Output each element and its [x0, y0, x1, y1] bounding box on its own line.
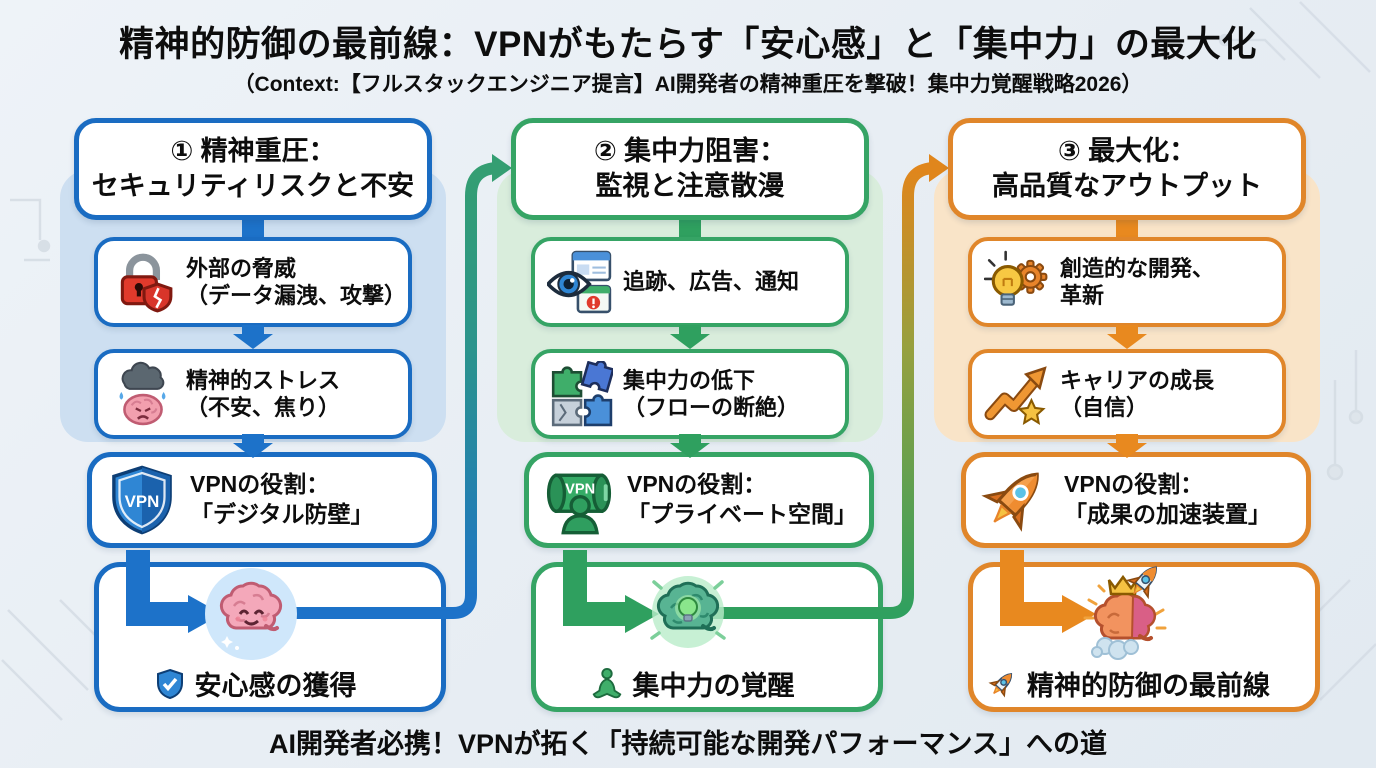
card-text-line: （自信） — [1060, 395, 1149, 420]
down-arrow — [670, 325, 710, 349]
vpn-card-text: VPNの役割： 「成果の加速装置」 — [1064, 470, 1271, 530]
svg-text:VPN: VPN — [565, 481, 595, 497]
vpn-role-card-accelerator: VPNの役割： 「成果の加速装置」 — [961, 452, 1311, 548]
down-arrow — [233, 434, 273, 458]
footer-tagline: AI開発者必携！VPNが拓く「持続可能な開発パフォーマンス」への道 — [269, 729, 1107, 759]
rocket-icon — [980, 464, 1052, 536]
result-caption-text: 精神的防御の最前線 — [1027, 671, 1270, 701]
card-text-line: （不安、焦り） — [186, 395, 341, 420]
elbow-arrow — [563, 550, 659, 633]
card-text: 外部の脅威 （データ漏洩、攻撃） — [186, 255, 407, 310]
result-caption-text: 安心感の獲得 — [194, 671, 357, 701]
column-mental-pressure: ① 精神重圧： セキュリティリスクと不安 外部の脅威 （データ漏洩、攻撃） — [60, 0, 446, 768]
meditation-icon — [590, 667, 624, 701]
header-line: ① 精神重圧： — [170, 135, 336, 166]
header-line: ② 集中力阻害： — [593, 135, 787, 166]
shield-check-icon — [154, 668, 186, 700]
crowned-brain-icon — [1077, 566, 1173, 662]
result-caption-text: 集中力の覚醒 — [632, 671, 795, 701]
vpn-text-line: 「成果の加速装置」 — [1064, 501, 1271, 527]
page-subtitle: （Context:【フルスタックエンジニア提言】AI開発者の精神重圧を撃破！集中… — [233, 73, 1143, 96]
card-text-line: （フローの断絶） — [623, 395, 800, 420]
down-arrow — [1107, 434, 1147, 458]
bulb-gear-icon — [984, 249, 1050, 315]
svg-text:VPN: VPN — [125, 492, 160, 511]
column-maximization: ③ 最大化： 高品質なアウトプット — [934, 0, 1320, 768]
card-text: キャリアの成長 （自信） — [1060, 367, 1214, 422]
puzzle-icon — [547, 361, 613, 427]
vpn-card-text: VPNの役割： 「プライベート空間」 — [627, 470, 857, 530]
card-text: 追跡、広告、通知 — [623, 268, 799, 296]
down-arrow — [233, 325, 273, 349]
card-text-line: 追跡、広告、通知 — [623, 269, 800, 295]
card-creative-development: 創造的な開発、 革新 — [968, 237, 1286, 327]
card-text: 精神的ストレス （不安、焦り） — [186, 367, 340, 422]
vpn-text-line: 「プライベート空間」 — [627, 501, 857, 527]
card-text-line: キャリアの成長 — [1060, 367, 1215, 393]
down-arrow — [1107, 325, 1147, 349]
card-text-line: 集中力の低下 — [623, 367, 756, 393]
connector-stub — [1116, 216, 1138, 239]
eye-tracking-icon — [547, 249, 613, 315]
column3-header: ③ 最大化： 高品質なアウトプット — [948, 118, 1306, 220]
column-focus-disruption: ② 集中力阻害： 監視と注意散漫 — [497, 0, 883, 768]
stressed-brain-icon — [110, 361, 176, 427]
small-rocket-icon — [988, 669, 1018, 699]
vpn-role-card-digital-wall: VPN VPNの役割： 「デジタル防壁」 — [87, 452, 437, 548]
vpn-card-text: VPNの役割： 「デジタル防壁」 — [190, 470, 374, 530]
header-line: 高品質なアウトプット — [992, 171, 1262, 201]
broken-lock-icon — [110, 249, 176, 315]
card-career-growth: キャリアの成長 （自信） — [968, 349, 1286, 439]
card-external-threats: 外部の脅威 （データ漏洩、攻撃） — [94, 237, 412, 327]
down-arrow — [670, 434, 710, 458]
happy-brain-icon — [203, 566, 299, 662]
vpn-text-line: VPNの役割： — [1064, 471, 1204, 498]
header-line: セキュリティリスクと不安 — [91, 171, 415, 201]
header-line: ③ 最大化： — [1057, 135, 1197, 166]
vpn-text-line: 「デジタル防壁」 — [190, 501, 374, 527]
vpn-text-line: VPNの役割： — [627, 471, 767, 498]
header-line: 監視と注意散漫 — [595, 171, 785, 201]
card-text-line: 精神的ストレス — [186, 367, 341, 393]
glowing-brain-icon — [640, 566, 736, 662]
card-mental-stress: 精神的ストレス （不安、焦り） — [94, 349, 412, 439]
result-caption: 精神的防御の最前線 — [946, 664, 1312, 703]
card-text-line: （データ漏洩、攻撃） — [186, 283, 407, 308]
card-focus-decline: 集中力の低下 （フローの断絶） — [531, 349, 849, 439]
card-text: 集中力の低下 （フローの断絶） — [623, 367, 799, 422]
card-text: 創造的な開発、 革新 — [1060, 255, 1214, 310]
result-caption: 集中力の覚醒 — [509, 664, 875, 703]
vpn-tunnel-icon: VPN — [543, 464, 615, 536]
elbow-arrow — [1000, 550, 1096, 633]
card-text-line: 外部の脅威 — [186, 255, 297, 281]
card-text-line: 革新 — [1060, 283, 1105, 308]
page-title: 精神的防御の最前線：VPNがもたらす「安心感」と「集中力」の最大化 — [119, 25, 1257, 64]
result-caption: 安心感の獲得 — [72, 664, 438, 703]
vpn-role-card-private-space: VPN VPNの役割： 「プライベート空間」 — [524, 452, 874, 548]
card-text-line: 創造的な開発、 — [1060, 255, 1215, 281]
vpn-text-line: VPNの役割： — [190, 471, 330, 498]
column2-header: ② 集中力阻害： 監視と注意散漫 — [511, 118, 869, 220]
card-tracking-ads: 追跡、広告、通知 — [531, 237, 849, 327]
vpn-shield-icon: VPN — [106, 464, 178, 536]
growth-star-icon — [984, 361, 1050, 427]
column1-header: ① 精神重圧： セキュリティリスクと不安 — [74, 118, 432, 220]
